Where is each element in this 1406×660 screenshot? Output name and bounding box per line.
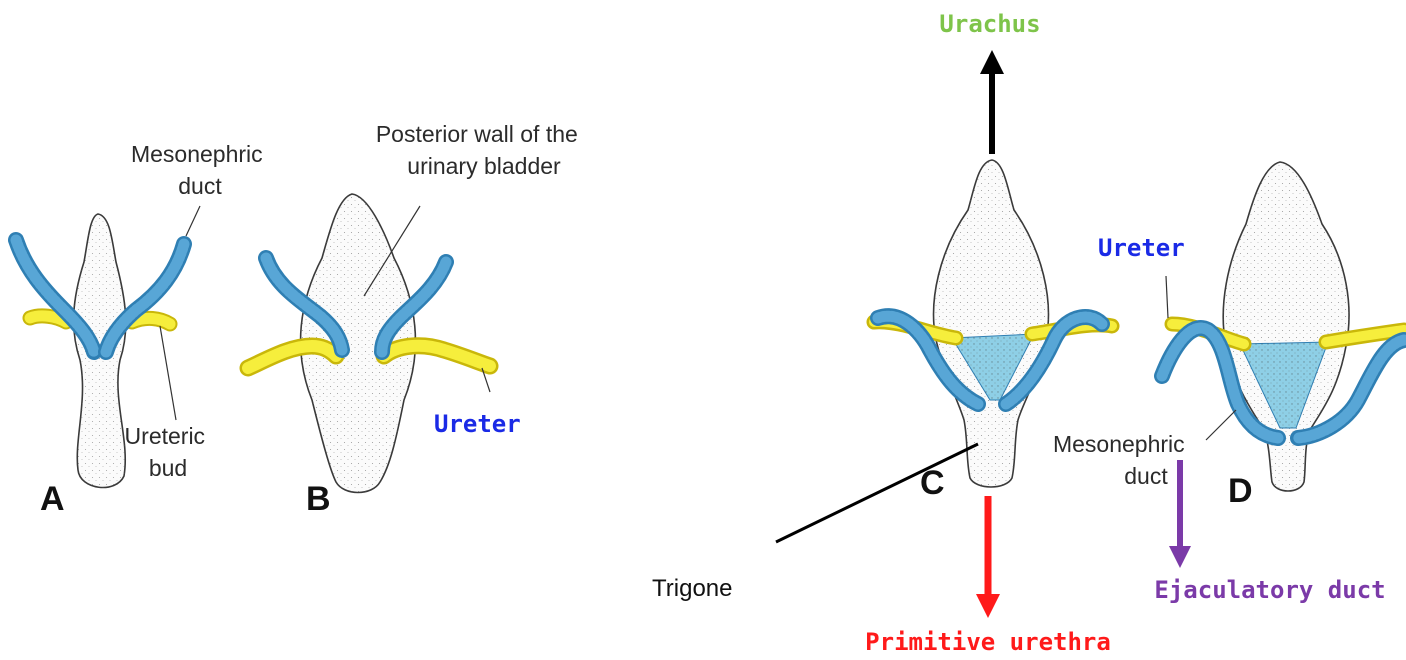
label-mesonephric-duct-a: Mesonephric duct [131, 141, 269, 199]
leader-ureteric-a [160, 326, 176, 420]
label-posterior-wall: Posterior wall of the urinary bladder [376, 121, 584, 179]
panel-letter-c: C [920, 464, 945, 502]
panel-letter-d: D [1228, 472, 1253, 510]
label-ureter-b: Ureter [434, 410, 521, 438]
panel-d: Ureter Mesonephric duct Ejaculatory duct… [1053, 162, 1404, 604]
label-primitive-urethra: Primitive urethra [865, 628, 1111, 656]
panel-letter-b: B [306, 480, 331, 518]
leader-ureter-d [1166, 276, 1168, 318]
label-ejaculatory-duct: Ejaculatory duct [1154, 576, 1385, 604]
panel-a: Mesonephric duct Ureteric bud A [16, 141, 269, 518]
panel-letter-a: A [40, 480, 65, 518]
trigone-pointer [776, 444, 978, 542]
leader-mesonephric-d [1206, 410, 1236, 440]
label-ureteric-bud: Ureteric bud [125, 423, 212, 481]
label-trigone: Trigone [652, 575, 732, 602]
label-mesonephric-duct-d: Mesonephric duct [1053, 431, 1191, 489]
label-urachus: Urachus [939, 10, 1040, 38]
panel-c: Urachus Primitive urethra Trigone C [652, 10, 1112, 656]
panel-b: Posterior wall of the urinary bladder Ur… [248, 121, 584, 518]
leader-mesonephric-a [186, 206, 200, 236]
label-ureter-d: Ureter [1098, 234, 1185, 262]
